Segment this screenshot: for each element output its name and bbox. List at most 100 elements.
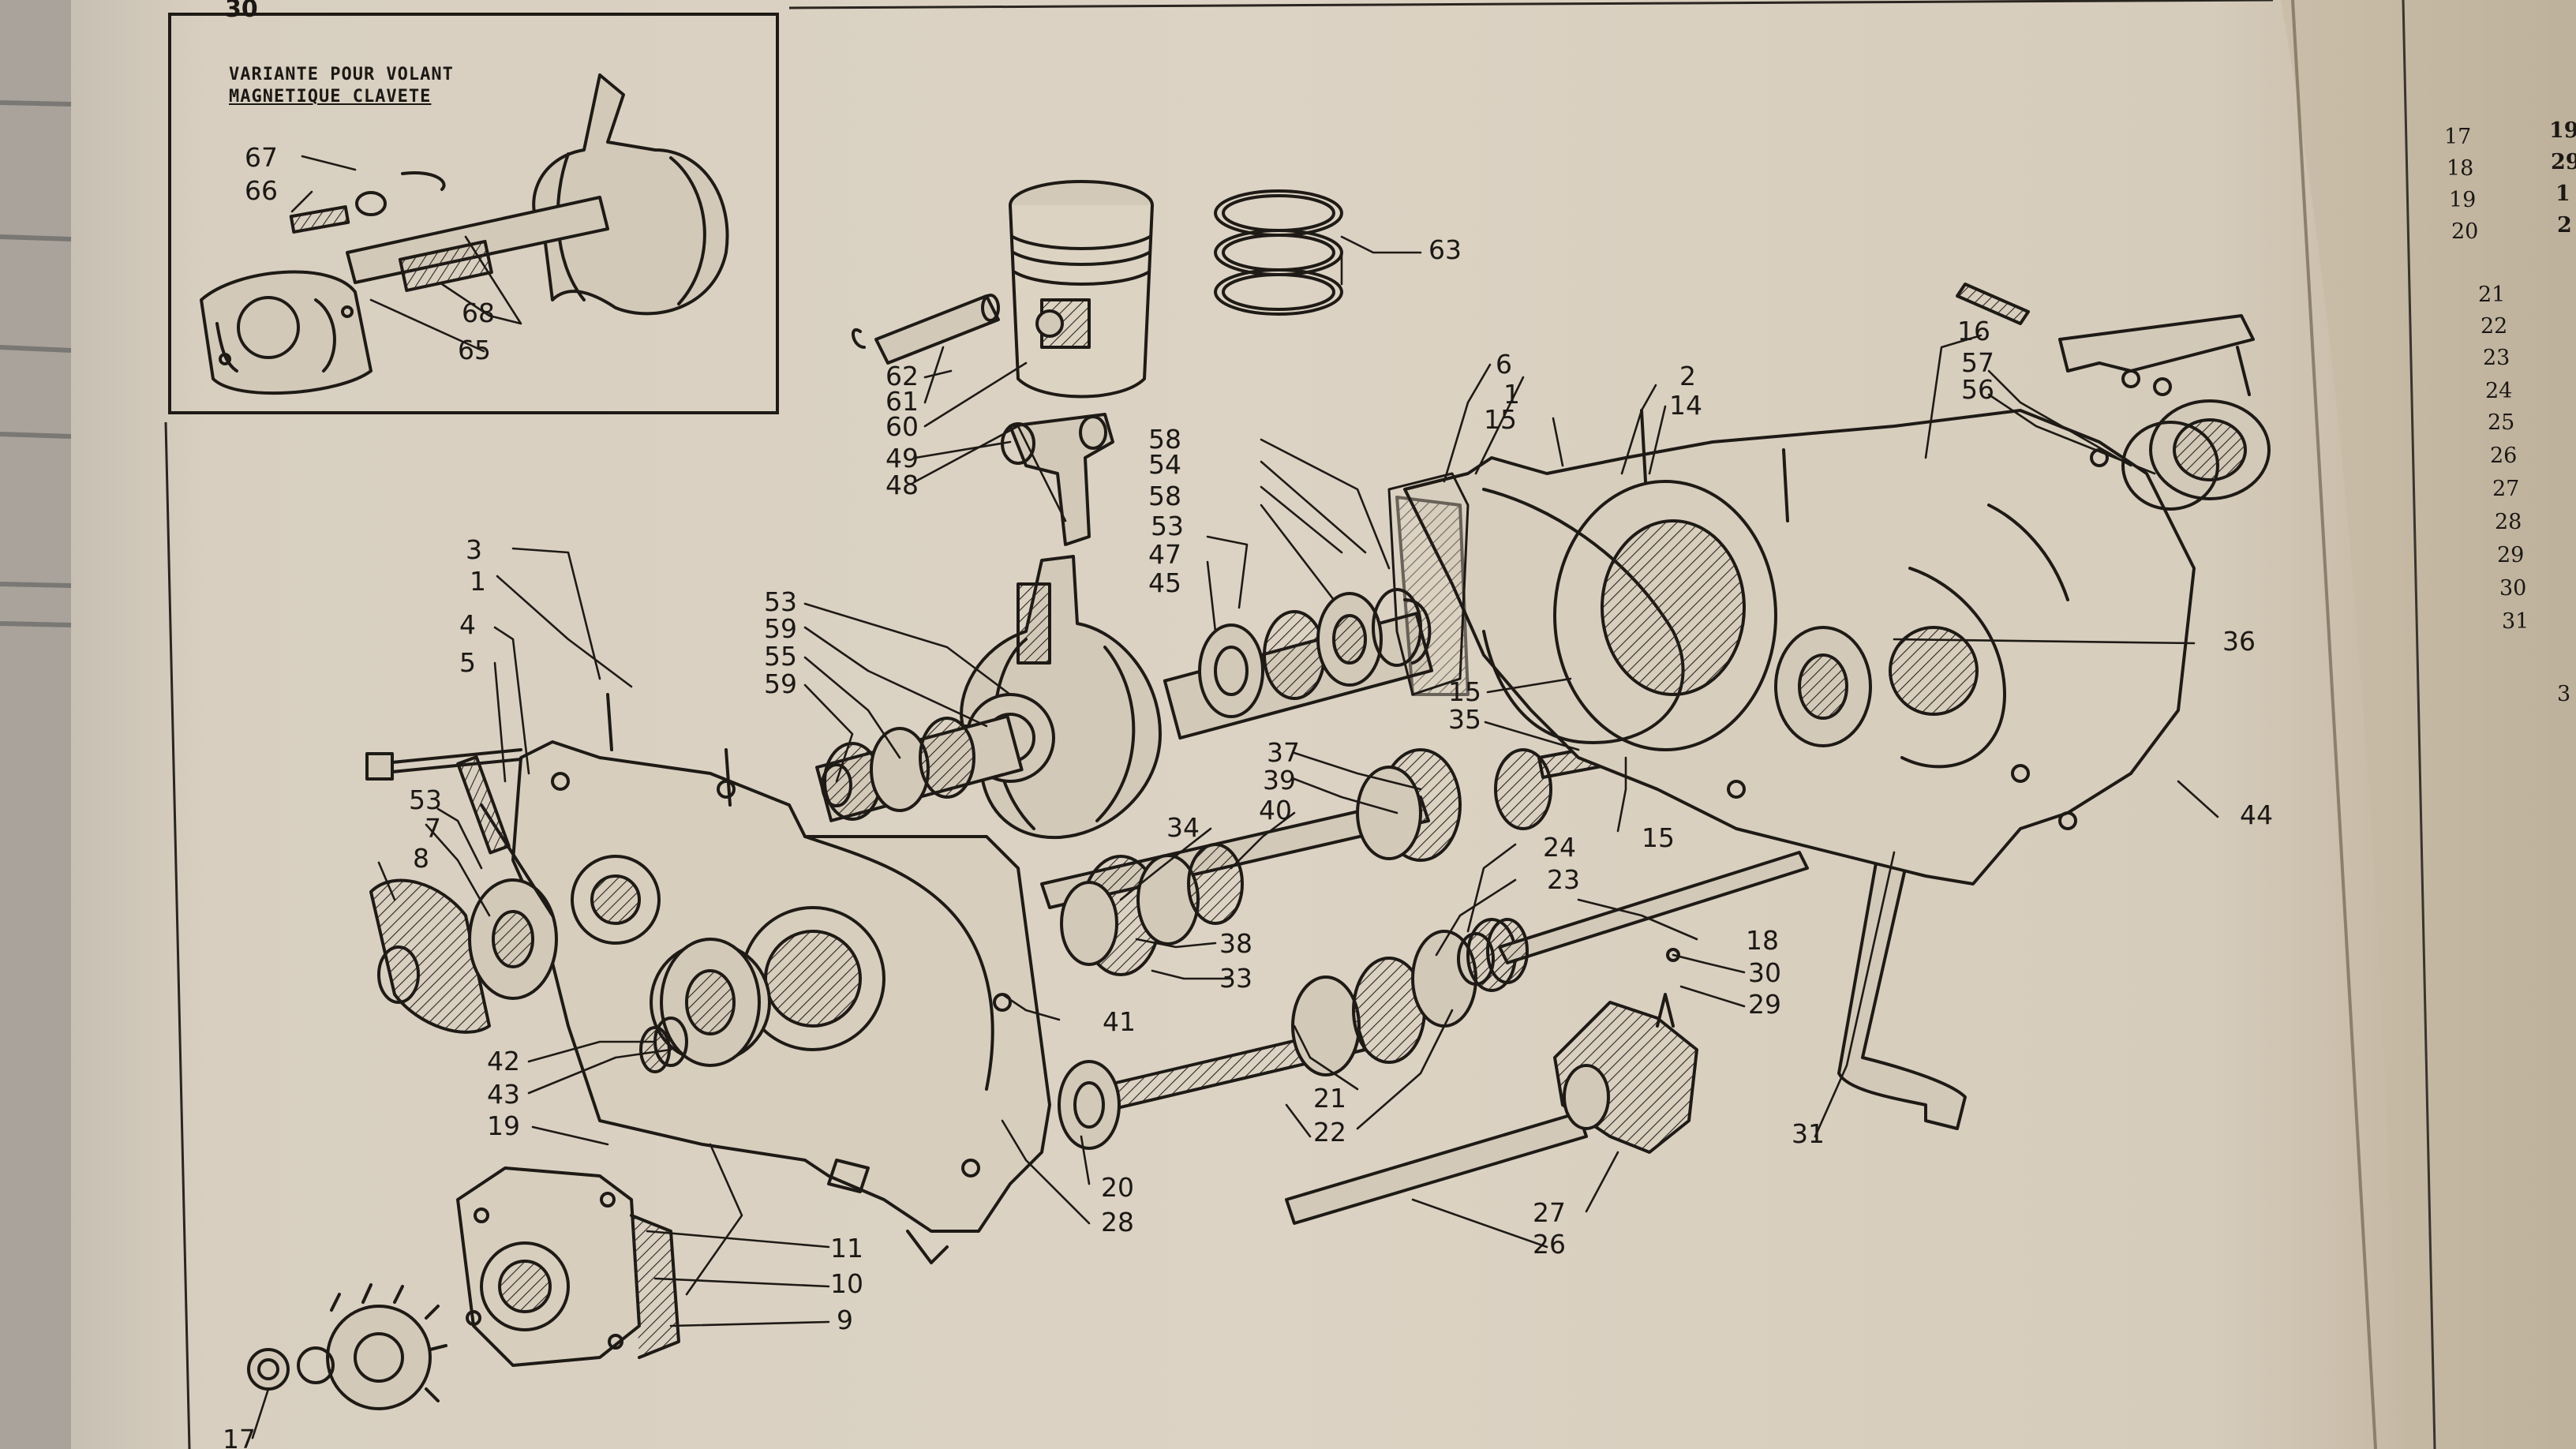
part-label: 21 xyxy=(1313,1083,1346,1114)
part-label: 44 xyxy=(2240,799,2273,830)
side-row-value: 19 xyxy=(2549,118,2576,143)
part-label: 1 xyxy=(1503,379,1520,410)
part-label: 68 xyxy=(462,298,495,328)
gasket xyxy=(1387,472,1470,696)
part-label: 15 xyxy=(1642,822,1675,853)
page-fold xyxy=(2291,0,2377,1449)
part-label: 38 xyxy=(1219,928,1252,959)
part-label: 9 xyxy=(837,1305,853,1335)
shift-rod-fork xyxy=(1285,948,1698,1225)
part-label: 3 xyxy=(466,534,482,565)
part-label: 65 xyxy=(458,335,491,365)
part-label: 35 xyxy=(1448,704,1481,735)
piston xyxy=(1009,180,1154,399)
part-label: 29 xyxy=(1748,989,1781,1020)
part-label: 63 xyxy=(1428,234,1462,265)
side-row-number: 21 xyxy=(2478,283,2506,307)
part-label: 49 xyxy=(886,443,919,474)
inset-box xyxy=(168,13,779,414)
left-bearings-seals xyxy=(639,938,761,1073)
part-label: 15 xyxy=(1484,404,1517,435)
right-crankcase-half xyxy=(1395,409,2196,886)
inset-caption-line1: VARIANTE POUR VOLANT xyxy=(229,65,454,84)
side-row-value: 2 xyxy=(2557,213,2572,238)
part-label: 8 xyxy=(413,843,429,874)
inset-crank xyxy=(346,73,729,316)
part-label: 60 xyxy=(886,411,919,442)
part-label: 41 xyxy=(1103,1006,1136,1037)
side-row-number: 28 xyxy=(2495,510,2522,534)
page-curve-shadow xyxy=(2281,0,2576,1449)
inset-flange xyxy=(200,270,373,395)
part-label: 61 xyxy=(886,386,919,417)
part-label: 10 xyxy=(830,1268,863,1299)
part-label: 62 xyxy=(886,361,919,391)
part-label: 16 xyxy=(1957,316,1990,346)
part-label: 15 xyxy=(1448,676,1481,707)
part-label: 7 xyxy=(425,813,441,844)
part-label: 36 xyxy=(2222,626,2256,657)
crank-right-bearings xyxy=(1163,588,1434,740)
side-row-value: 1 xyxy=(2555,182,2570,206)
inset-caption-line2: MAGNETIQUE CLAVETE xyxy=(229,87,432,107)
side-row-number: 24 xyxy=(2485,379,2513,403)
part-label: 23 xyxy=(1547,864,1580,895)
part-label: 17 xyxy=(223,1424,256,1449)
left-rotor xyxy=(369,755,558,1034)
part-label: 6 xyxy=(1496,349,1512,380)
side-row-number: 3 xyxy=(2557,682,2571,706)
part-label: 22 xyxy=(1313,1117,1346,1148)
part-label: 2 xyxy=(1679,361,1696,391)
part-label: 67 xyxy=(245,142,278,173)
frame-left-line xyxy=(164,421,191,1449)
part-label: 18 xyxy=(1746,925,1779,956)
side-row-value: 29 xyxy=(2551,150,2576,174)
side-row-number: 26 xyxy=(2490,444,2518,468)
part-label: 59 xyxy=(764,668,797,699)
right-bracket xyxy=(1956,283,2255,396)
part-label: 33 xyxy=(1219,963,1252,994)
part-label: 53 xyxy=(409,784,442,815)
part-label: 39 xyxy=(1263,765,1296,796)
part-label: 55 xyxy=(764,641,797,672)
side-row-number: 19 xyxy=(2449,188,2477,212)
part-label: 66 xyxy=(245,175,278,206)
part-label: 56 xyxy=(1961,374,1994,405)
left-edge-strip xyxy=(0,0,71,1449)
side-row-number: 22 xyxy=(2481,314,2508,339)
part-label: 11 xyxy=(830,1233,863,1264)
piston-pin xyxy=(852,294,1000,365)
part-label: 43 xyxy=(487,1079,520,1110)
piston-rings xyxy=(1214,189,1343,316)
part-label: 58 xyxy=(1148,424,1181,455)
side-column-rule xyxy=(2402,0,2436,1449)
side-row-number: 18 xyxy=(2447,156,2474,181)
upper-gear-shaft xyxy=(1040,732,1671,976)
part-label: 53 xyxy=(1151,511,1184,541)
part-label: 40 xyxy=(1259,795,1292,826)
part-label: 45 xyxy=(1148,567,1181,598)
part-label: 48 xyxy=(886,470,919,500)
part-label: 54 xyxy=(1148,449,1181,480)
side-row-number: 20 xyxy=(2451,219,2479,244)
sprocket xyxy=(247,1283,447,1410)
part-label: 42 xyxy=(487,1046,520,1076)
part-label: 30 xyxy=(1748,957,1781,988)
side-row-number: 25 xyxy=(2488,410,2515,435)
side-row-number: 27 xyxy=(2492,477,2520,501)
selector-shaft xyxy=(1457,851,1809,986)
part-label: 26 xyxy=(1533,1229,1566,1260)
part-label: 4 xyxy=(459,609,476,640)
part-label: 1 xyxy=(470,566,486,597)
part-label: 14 xyxy=(1669,390,1702,421)
left-long-bolt xyxy=(365,748,522,781)
side-row-number: 31 xyxy=(2502,609,2529,634)
side-row-number: 17 xyxy=(2444,125,2472,149)
part-label: 58 xyxy=(1148,481,1181,511)
con-rod-upper xyxy=(1001,413,1114,546)
inset-screw-washer xyxy=(289,191,387,234)
part-label: 27 xyxy=(1533,1197,1566,1228)
part-label: 53 xyxy=(764,586,797,617)
part-label: 37 xyxy=(1267,737,1300,768)
